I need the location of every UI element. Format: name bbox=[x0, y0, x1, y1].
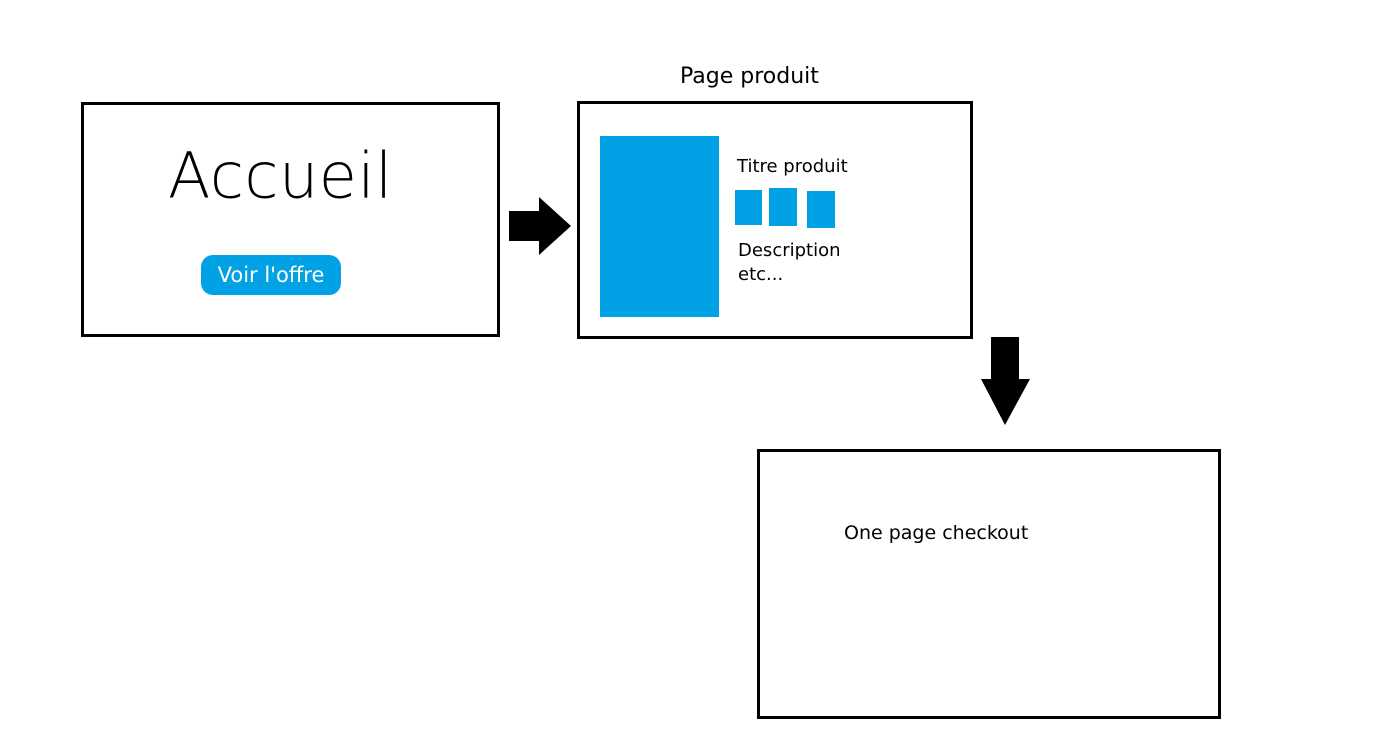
accueil-title: Accueil bbox=[168, 138, 393, 213]
voir-offre-button[interactable]: Voir l'offre bbox=[201, 255, 341, 295]
product-thumbnail[interactable] bbox=[769, 188, 797, 226]
produit-page-box: Titre produit Description etc... bbox=[577, 101, 973, 339]
description-line: Description bbox=[738, 240, 841, 261]
product-thumbnail[interactable] bbox=[735, 190, 762, 225]
page-produit-label: Page produit bbox=[680, 64, 819, 89]
arrow-down-icon bbox=[981, 337, 1030, 425]
product-description: Description etc... bbox=[738, 239, 841, 287]
product-title: Titre produit bbox=[737, 156, 848, 177]
checkout-label: One page checkout bbox=[844, 522, 1029, 544]
arrow-right-icon bbox=[509, 197, 571, 255]
product-image-placeholder bbox=[600, 136, 719, 317]
product-thumbnail[interactable] bbox=[807, 191, 835, 228]
accueil-page-box: Accueil Voir l'offre bbox=[81, 102, 500, 337]
description-line: etc... bbox=[738, 264, 784, 285]
checkout-page-box: One page checkout bbox=[757, 449, 1221, 719]
